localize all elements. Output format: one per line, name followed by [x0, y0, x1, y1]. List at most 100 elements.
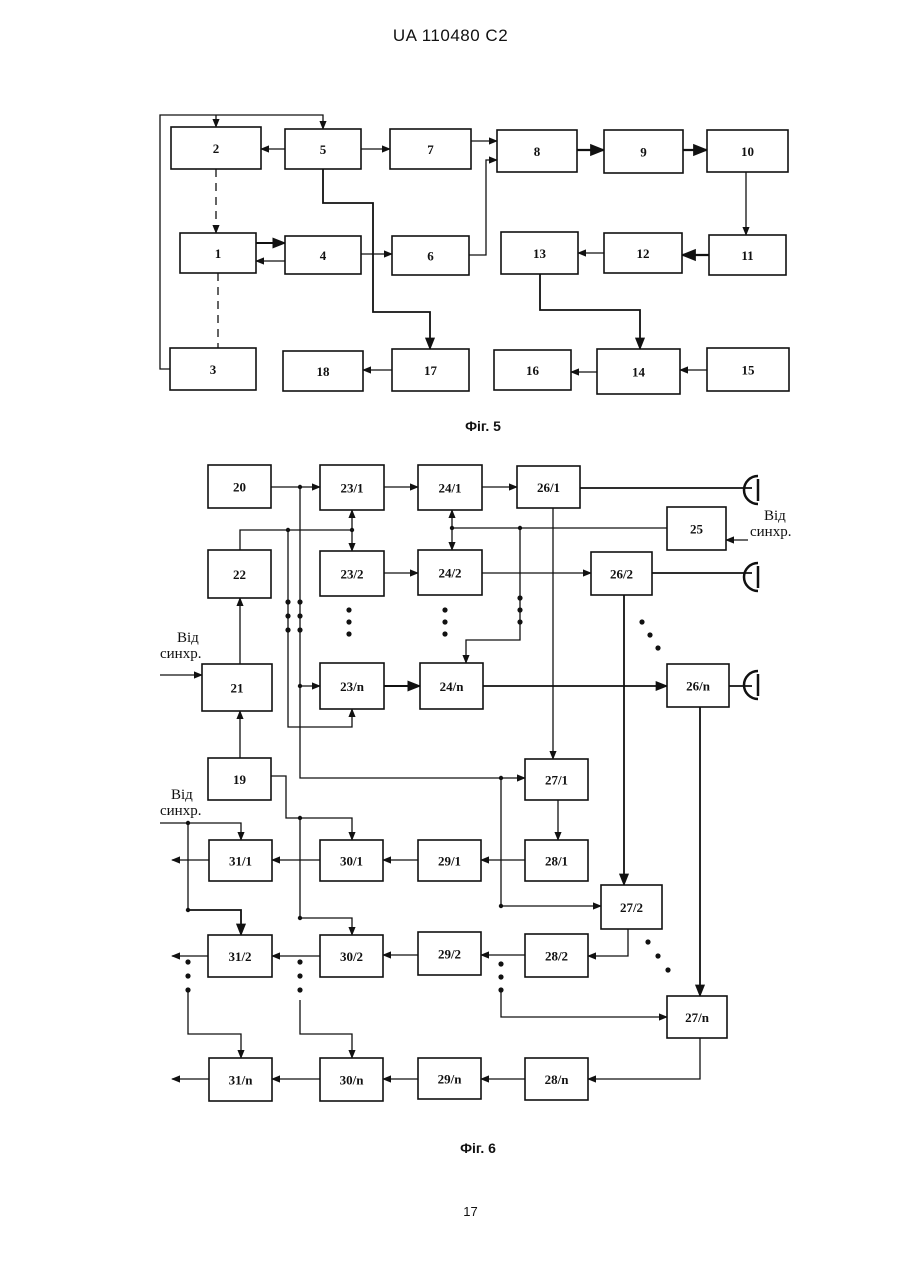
dots-30-dot-2: [297, 987, 302, 992]
fig6-block-26-2-label: 26/2: [610, 567, 633, 582]
fig6-block-26-n: 26/n: [667, 664, 729, 707]
fig5-block-9: 9: [604, 130, 683, 173]
page-number: 17: [0, 1204, 901, 1219]
dots-left1-dot-0: [285, 599, 290, 604]
sync-label-25-line1: Від: [764, 508, 786, 524]
w6-22-bus: [240, 530, 352, 550]
w6-sync-31-n: [188, 992, 241, 1058]
dots-left2-dot-0: [297, 599, 302, 604]
fig5-block-13-label: 13: [533, 246, 547, 261]
fig5-block-16: 16: [494, 350, 571, 390]
fig6-block-26-1-label: 26/1: [537, 480, 560, 495]
antenna-icon-n: [744, 671, 758, 699]
fig6-block-31-2: 31/2: [208, 935, 272, 977]
fig6-block-30-1: 30/1: [320, 840, 383, 881]
fig6-block-26-2: 26/2: [591, 552, 652, 595]
junctions-dot-3: [350, 528, 354, 532]
fig5-block-15: 15: [707, 348, 789, 391]
fig6-block-27-2: 27/2: [601, 885, 662, 929]
dots-30: [297, 959, 302, 992]
dots-24-dot-1: [442, 619, 447, 624]
fig6-block-19-label: 19: [233, 772, 247, 787]
junctions-dot-8: [298, 816, 302, 820]
antenna-icon-2: [744, 563, 758, 591]
fig6-block-24-n: 24/n: [420, 663, 483, 709]
dots-left2-dot-1: [297, 613, 302, 618]
fig5-block-17: 17: [392, 349, 469, 391]
fig5-block-15-label: 15: [742, 363, 756, 378]
fig5-block-5: 5: [285, 129, 361, 169]
fig5-block-7: 7: [390, 129, 471, 169]
fig5-caption: Фіг. 5: [465, 418, 501, 434]
junctions-dot-5: [518, 526, 522, 530]
fig5-block-5-label: 5: [320, 142, 327, 157]
fig6-block-25: 25: [667, 507, 726, 550]
fig6-block-28-n-label: 28/n: [545, 1072, 570, 1087]
fig5-block-12-label: 12: [637, 246, 650, 261]
fig5-block-10-label: 10: [741, 144, 754, 159]
junctions-dot-1: [298, 684, 302, 688]
fig6-block-20: 20: [208, 465, 271, 508]
dots-31: [185, 959, 190, 992]
fig6-block-22: 22: [208, 550, 271, 598]
dots-31-dot-0: [185, 959, 190, 964]
w6-ctl-30-1: [300, 818, 352, 840]
fig6-block-27-n: 27/n: [667, 996, 727, 1038]
antenna-icon-1: [744, 476, 758, 504]
fig5-block-7-label: 7: [427, 142, 434, 157]
fig6-block-24-1: 24/1: [418, 465, 482, 510]
fig6-block-31-n: 31/n: [209, 1058, 272, 1101]
fig6-block-28-1: 28/1: [525, 840, 588, 881]
fig6-block-29-2-label: 29/2: [438, 947, 461, 962]
junctions-dot-9: [298, 916, 302, 920]
w6-19-ctl: [271, 776, 300, 818]
dots-27-dot-1: [655, 953, 660, 958]
dots-23-dot-2: [346, 631, 351, 636]
sync-label-21-line1: Від: [177, 630, 199, 646]
dots-left1: [285, 599, 290, 632]
antenna-icons: [744, 476, 758, 699]
fig5-block-12: 12: [604, 233, 682, 273]
fig5-block-11: 11: [709, 235, 786, 275]
dots-26-dot-0: [639, 619, 644, 624]
fig6-block-28-2: 28/2: [525, 934, 588, 977]
fig6-block-19: 19: [208, 758, 271, 800]
fig6-block-28-2-label: 28/2: [545, 949, 568, 964]
fig6-block-23-1: 23/1: [320, 465, 384, 510]
fig6-block-31-1: 31/1: [209, 840, 272, 881]
junctions-dot-2: [286, 528, 290, 532]
fig5-block-11-label: 11: [741, 248, 753, 263]
fig5-block-3: 3: [170, 348, 256, 390]
dots-bus25: [517, 595, 522, 624]
dots-31-dot-2: [185, 987, 190, 992]
dots-left1-dot-2: [285, 627, 290, 632]
junctions-dot-11: [186, 908, 190, 912]
fig6-block-30-2: 30/2: [320, 935, 383, 977]
fig6-block-21: 21: [202, 664, 272, 711]
fig6-block-28-1-label: 28/1: [545, 854, 568, 869]
fig5-block-8-label: 8: [534, 144, 541, 159]
dots-26-dot-1: [647, 632, 652, 637]
fig5-block-1: 1: [180, 233, 256, 273]
fig6-block-25-label: 25: [690, 522, 704, 537]
fig6-block-27-1-label: 27/1: [545, 773, 568, 788]
fig6-block-23-1-label: 23/1: [340, 481, 363, 496]
fig6-block-24-1-label: 24/1: [438, 481, 461, 496]
fig6-block-29-n-label: 29/n: [438, 1072, 463, 1087]
fig6-block-24-2: 24/2: [418, 550, 482, 595]
fig5-block-4-label: 4: [320, 248, 327, 263]
fig6-block-29-1: 29/1: [418, 840, 481, 881]
dots-left1-dot-1: [285, 613, 290, 618]
dots-bus25-dot-2: [517, 619, 522, 624]
fig6-block-31-1-label: 31/1: [229, 854, 252, 869]
w6-27-2-28-2: [588, 929, 628, 956]
fig5-block-18-label: 18: [317, 364, 331, 379]
dots-27-dot-2: [665, 967, 670, 972]
fig6-block-22-label: 22: [233, 567, 246, 582]
dots-23: [346, 607, 351, 636]
dots-bus27-dot-1: [498, 974, 503, 979]
fig5-block-6-label: 6: [427, 249, 434, 264]
dots-30-dot-1: [297, 973, 302, 978]
fig6-block-30-2-label: 30/2: [340, 949, 363, 964]
fig6-block-20-label: 20: [233, 480, 246, 495]
